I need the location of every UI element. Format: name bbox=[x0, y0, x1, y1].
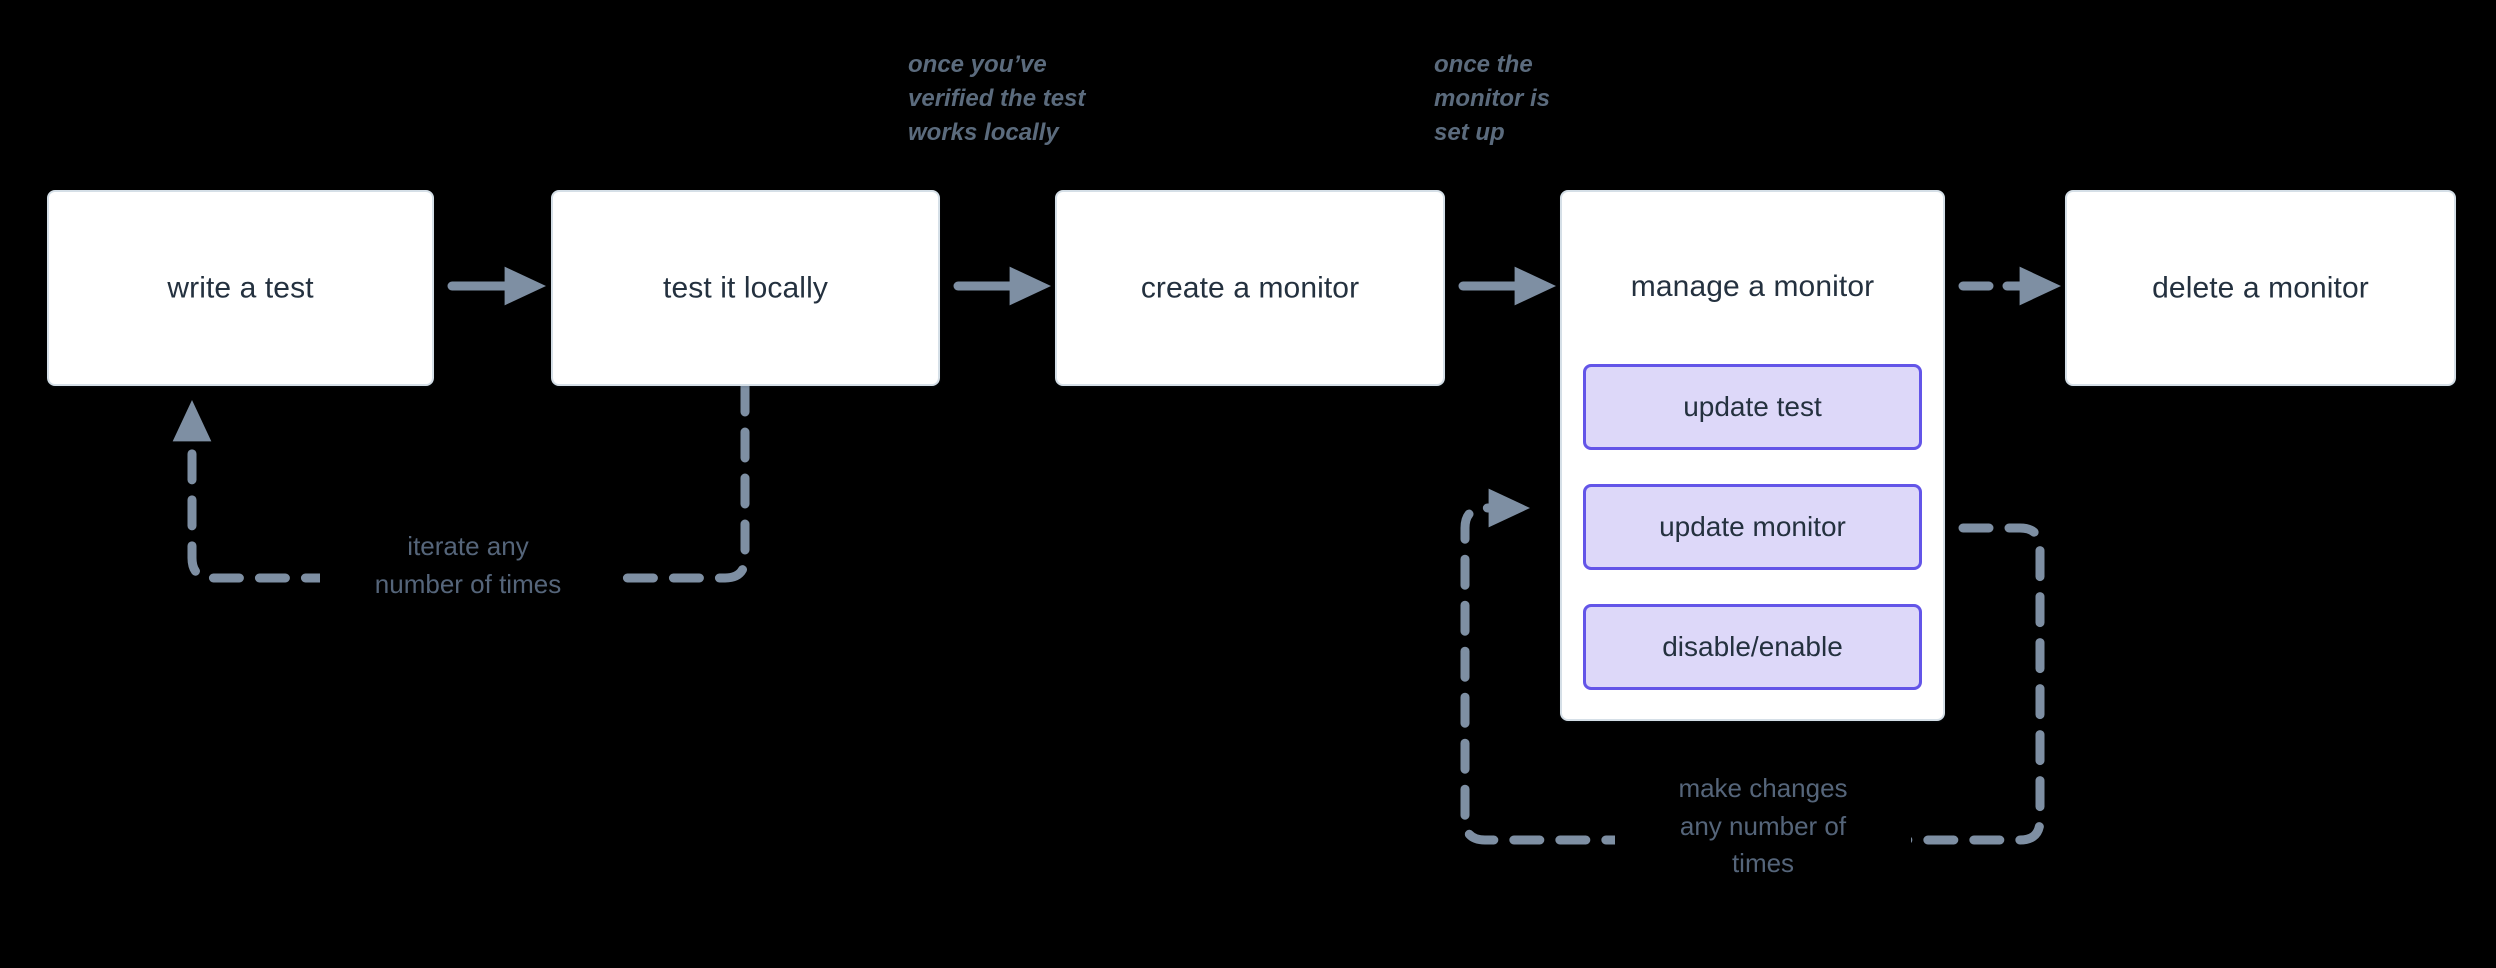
label-make-changes-loop: make changes any number of times bbox=[1615, 770, 1911, 884]
node-create-a-monitor[interactable]: create a monitor bbox=[1055, 190, 1445, 386]
node-write-a-test-label: write a test bbox=[167, 271, 314, 305]
subnode-update-monitor[interactable]: update monitor bbox=[1583, 484, 1922, 570]
node-create-a-monitor-label: create a monitor bbox=[1140, 271, 1360, 305]
subnode-update-test[interactable]: update test bbox=[1583, 364, 1922, 450]
subnode-disable-enable-label: disable/enable bbox=[1662, 631, 1843, 662]
node-test-it-locally[interactable]: test it locally bbox=[551, 190, 940, 386]
annotation-monitor-set-up-note: once the monitor is set up bbox=[1434, 51, 1551, 147]
node-delete-a-monitor-label: delete a monitor bbox=[2152, 271, 2369, 305]
subnode-update-monitor-label: update monitor bbox=[1659, 511, 1846, 542]
subnode-update-test-label: update test bbox=[1683, 391, 1822, 422]
node-test-it-locally-label: test it locally bbox=[663, 271, 828, 305]
annotation-verified-test-note: once you’ve verified the test works loca… bbox=[908, 51, 1086, 147]
node-manage-a-monitor-label: manage a monitor bbox=[1630, 270, 1875, 303]
node-delete-a-monitor[interactable]: delete a monitor bbox=[2065, 190, 2456, 386]
node-write-a-test[interactable]: write a test bbox=[47, 190, 434, 386]
subnode-disable-enable[interactable]: disable/enable bbox=[1583, 604, 1922, 690]
label-iterate-loop: iterate any number of times bbox=[320, 528, 616, 604]
